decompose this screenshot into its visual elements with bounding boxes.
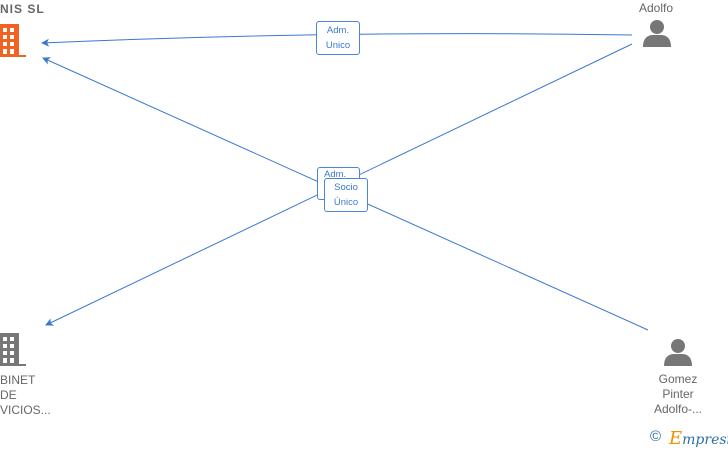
label-line: Pinter [662, 387, 694, 401]
person-top-label[interactable]: Adolfo [638, 1, 674, 15]
person-icon[interactable] [663, 338, 693, 367]
person-bottom-label[interactable]: Gomez Pinter Adolfo-... [640, 372, 716, 417]
company-bottom-label[interactable]: BINET DE VICIOS... [0, 373, 51, 418]
label-line: Gomez [658, 372, 698, 386]
edge-label-line: Adm. [326, 25, 350, 36]
copyright-symbol: © [650, 428, 662, 445]
label-line: VICIOS... [0, 403, 51, 417]
edge-label-socio-unico[interactable]: Socio Único [324, 178, 368, 212]
brand-logo[interactable]: Empresia [669, 428, 728, 449]
edge-label-line: Adm. [324, 169, 347, 180]
label-line: Adolfo-... [653, 402, 703, 416]
label-line: BINET [0, 373, 36, 387]
edge-label-line: Unico [325, 40, 351, 51]
brand-rest: mpresia [682, 432, 728, 448]
edge-label-line: Único [333, 197, 359, 208]
brand-initial: E [669, 428, 683, 449]
edge-label-line: Socio [334, 182, 358, 193]
person-icon[interactable] [642, 19, 672, 48]
building-icon[interactable] [0, 333, 26, 367]
label-line: DE [0, 388, 17, 402]
building-icon[interactable] [0, 24, 26, 58]
company-top-label[interactable]: NIS SL [0, 2, 45, 16]
edge-label-adm-unico[interactable]: Adm. Unico [316, 21, 360, 55]
